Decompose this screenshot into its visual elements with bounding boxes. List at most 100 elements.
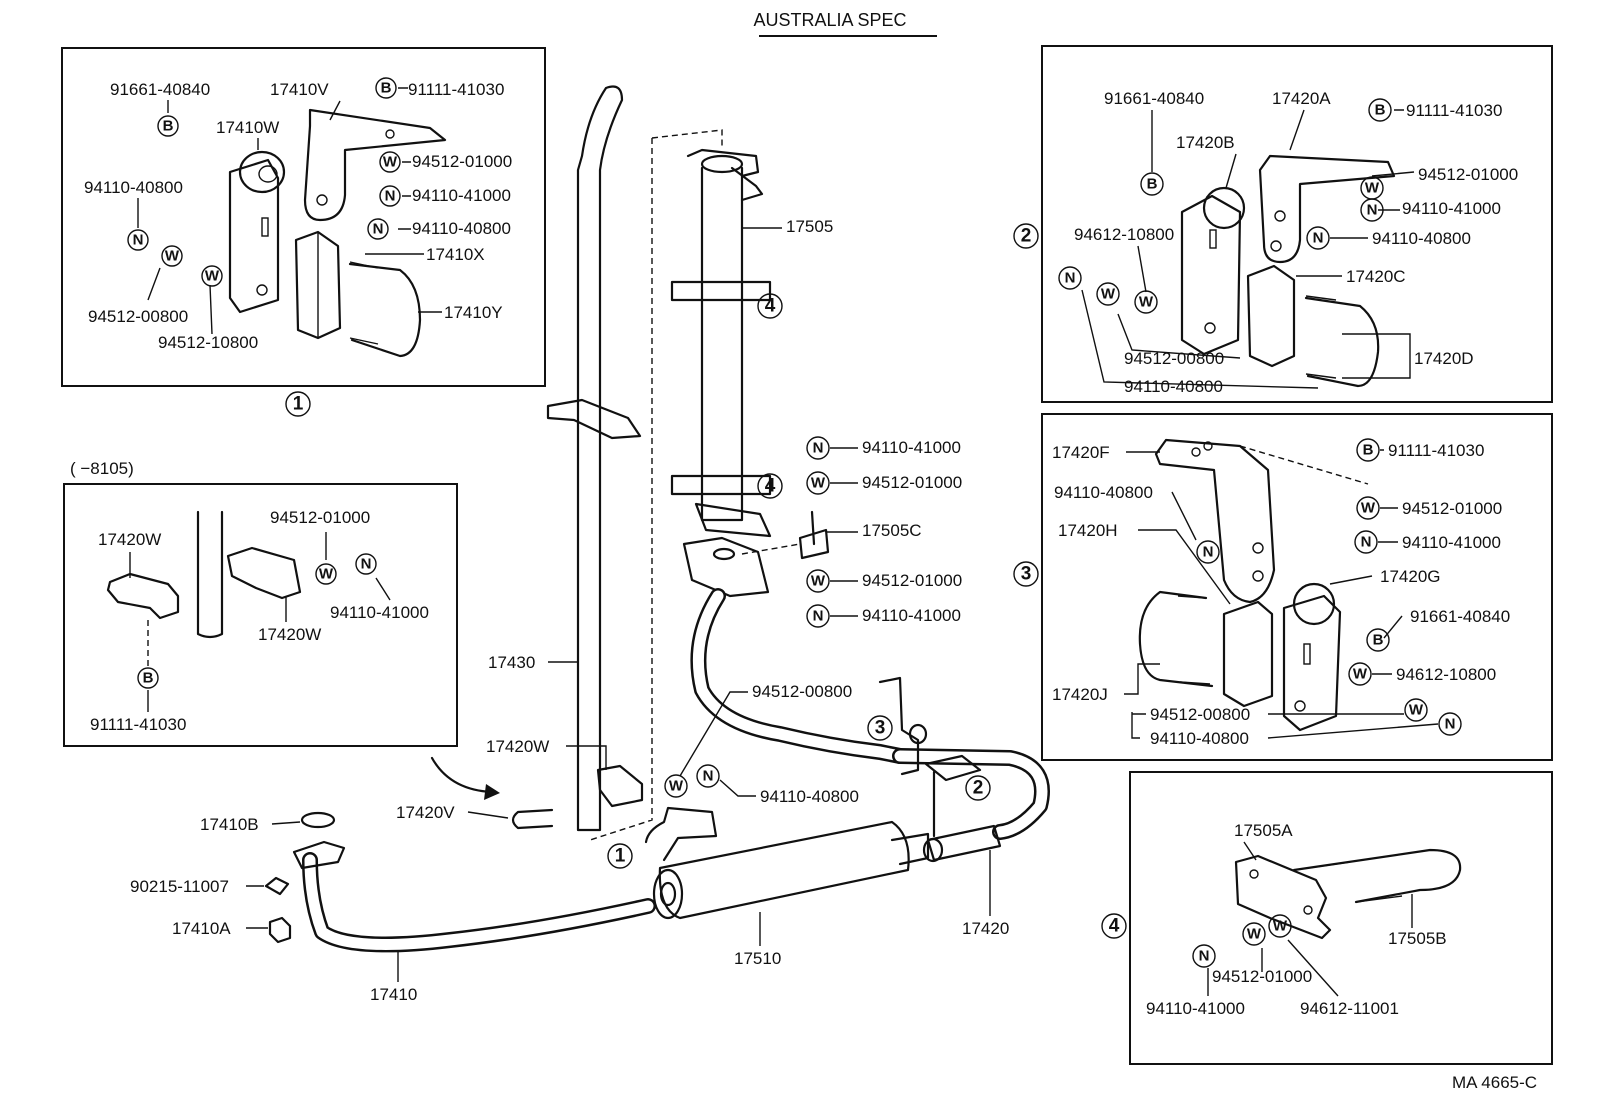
part-label-94110-40800: 94110-40800	[1124, 377, 1223, 396]
gasket-17410b-drawing	[300, 811, 336, 829]
bolt-symbol: B	[1140, 172, 1164, 196]
bolt-symbol: B	[375, 77, 397, 99]
detail-marker-1: 1	[607, 843, 633, 869]
hanger-2-drawing	[924, 754, 982, 838]
svg-text:N: N	[361, 556, 372, 573]
nut-symbol: N	[1192, 944, 1216, 968]
svg-text:B: B	[1363, 442, 1374, 459]
leader-lines	[1124, 449, 1439, 739]
svg-text:4: 4	[765, 476, 776, 497]
part-label-94110-40800: 94110-40800	[760, 787, 859, 806]
part-label-91111-41030: 91111-41030	[408, 80, 504, 99]
part-label-17505: 17505	[786, 217, 833, 236]
part-label-91111-41030: 91111-41030	[1388, 441, 1484, 460]
leader-line	[271, 821, 301, 825]
part-label-17420b: 17420B	[1176, 133, 1235, 152]
nut-symbol: N	[379, 185, 401, 207]
part-label-94512-00800: 94512-00800	[752, 682, 852, 701]
svg-text:N: N	[1367, 202, 1378, 219]
part-label-17420c: 17420C	[1346, 267, 1406, 286]
part-label-17505b: 17505B	[1388, 929, 1447, 948]
svg-text:B: B	[1147, 176, 1158, 193]
part-label-17420h: 17420H	[1058, 521, 1118, 540]
bracket-hole	[316, 194, 328, 206]
part-label-94512-00800: 94512-00800	[88, 307, 188, 326]
leader-lines	[1081, 109, 1415, 389]
washer-symbol: W	[315, 563, 337, 585]
elbow-bracket-drawing	[682, 536, 770, 598]
front-pipe-flange	[292, 840, 346, 870]
part-label-17420a: 17420A	[1272, 89, 1331, 108]
svg-text:N: N	[1445, 716, 1456, 733]
part-label-17420j: 17420J	[1052, 685, 1108, 704]
svg-text:4: 4	[765, 296, 776, 317]
detail-marker-3: 3	[1013, 561, 1039, 587]
svg-text:2: 2	[1021, 226, 1032, 247]
part-label-94512-00800: 94512-00800	[1124, 349, 1224, 368]
part-label-94612-10800: 94612-10800	[1396, 665, 1496, 684]
elbow-opening	[712, 547, 736, 561]
nut-symbol: N	[1306, 226, 1330, 250]
part-label-94110-40800: 94110-40800	[1150, 729, 1249, 748]
bracket-hole	[1252, 542, 1264, 554]
svg-text:B: B	[381, 80, 392, 97]
bolt-symbol: B	[137, 667, 159, 689]
nut-symbol: N	[696, 764, 720, 788]
hanger-hole	[1204, 322, 1216, 334]
nut-symbol: N	[127, 229, 149, 251]
detail-panel-4: 17505A 17505B 94512-01000 94110-41000 94…	[1129, 771, 1553, 1065]
washer-symbol: W	[1242, 922, 1266, 946]
panel-2-frame	[1041, 45, 1553, 403]
rubber-mount-drawing	[1292, 582, 1336, 626]
nut-symbol: N	[1058, 266, 1082, 290]
tail-pipe-bracket	[546, 398, 642, 440]
clamp-17420w-drawing	[226, 546, 302, 600]
svg-text:B: B	[1375, 102, 1386, 119]
title-text: AUSTRALIA SPEC	[753, 10, 906, 30]
bracket-hole	[1203, 441, 1213, 451]
clamp-17420c-drawing	[1246, 264, 1296, 368]
drawing-code: MA 4665-C	[1452, 1073, 1537, 1092]
svg-text:B: B	[1373, 632, 1384, 649]
u-bolt-threads	[1293, 861, 1403, 903]
part-label-17410w: 17410W	[216, 118, 279, 137]
svg-text:W: W	[383, 154, 398, 171]
svg-text:N: N	[385, 188, 396, 205]
part-label-17420w: 17420W	[258, 625, 321, 644]
bracket-hole	[1303, 905, 1313, 915]
pipe-end	[700, 154, 744, 174]
washer-symbol: W	[1134, 290, 1158, 314]
clamp-17420w-drawing	[106, 572, 180, 620]
part-label-17420d: 17420D	[1414, 349, 1474, 368]
part-label-17410a: 17410A	[172, 919, 231, 938]
nut-symbol: N	[1438, 712, 1462, 736]
u-bolt-threads	[1177, 595, 1211, 685]
panel-8105-frame	[63, 483, 458, 747]
arrow-head	[484, 784, 500, 800]
nut-symbol: N	[367, 218, 389, 240]
detail-panel-8105: ( −8105) 17420W 94512-01000 94110-41000 …	[63, 459, 458, 747]
part-label-17420w: 17420W	[486, 737, 549, 756]
pipe-section-drawing	[196, 510, 224, 639]
bracket-hole	[1191, 447, 1201, 457]
muffler-inlet-inner	[659, 881, 677, 907]
svg-text:W: W	[205, 268, 220, 285]
hanger-slot	[1209, 229, 1217, 249]
svg-text:W: W	[1247, 926, 1262, 943]
svg-text:N: N	[1203, 544, 1214, 561]
part-label-94110-40800: 94110-40800	[1372, 229, 1471, 248]
bolt-symbol: B	[1366, 628, 1390, 652]
part-label-94110-41000: 94110-41000	[1402, 533, 1501, 552]
part-label-94512-01000: 94512-01000	[1212, 967, 1312, 986]
svg-text:1: 1	[615, 846, 626, 867]
part-label-91661-40840: 91661-40840	[1410, 607, 1510, 626]
part-label-94110-41000: 94110-41000	[330, 603, 429, 622]
svg-text:W: W	[1365, 180, 1380, 197]
nut-symbol: N	[1196, 540, 1220, 564]
svg-text:W: W	[811, 573, 826, 590]
nut-symbol: N	[806, 604, 830, 628]
part-label-17420w: 17420W	[98, 530, 161, 549]
leader-line	[566, 745, 607, 770]
leader-lines	[129, 532, 391, 712]
